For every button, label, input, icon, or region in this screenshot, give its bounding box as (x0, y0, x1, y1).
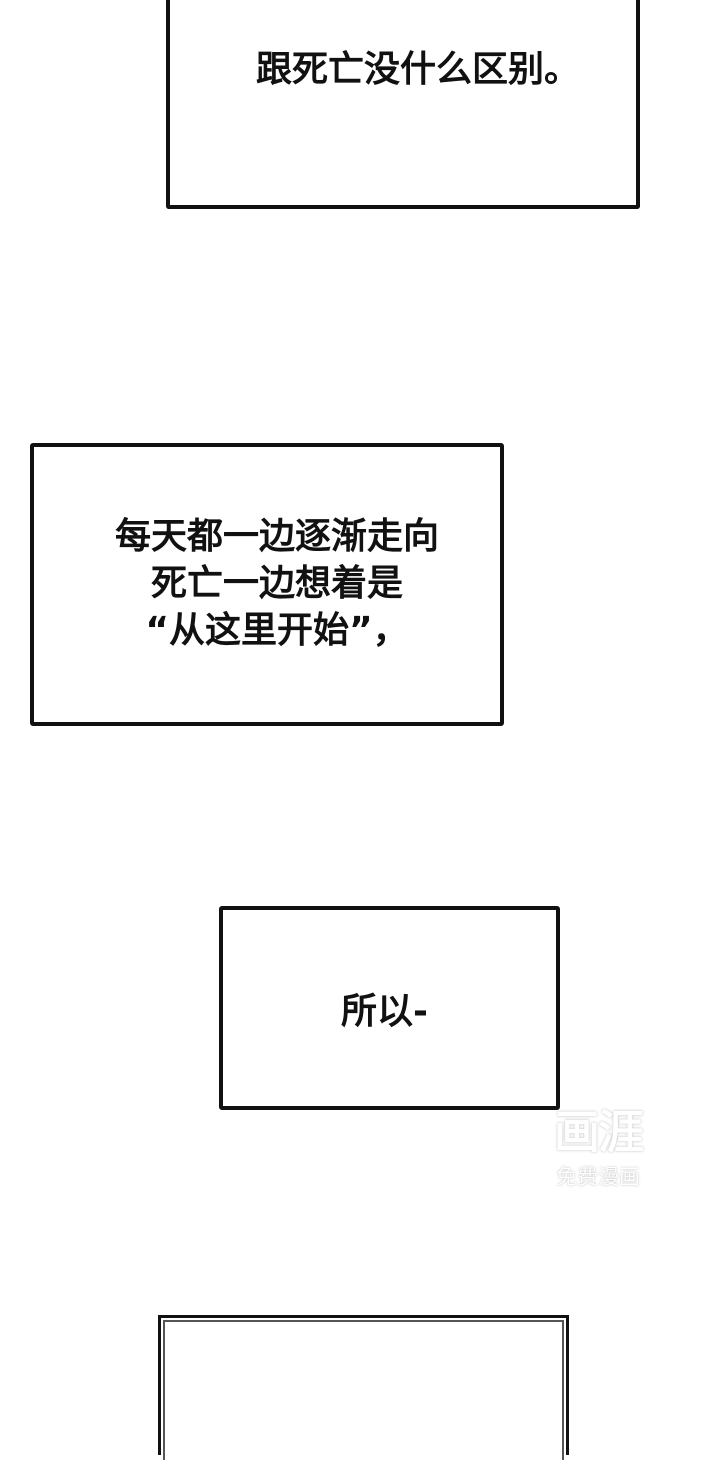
caption-text-3: 所以- (341, 991, 428, 1032)
watermark-logo-text: 画涯 (554, 1105, 644, 1159)
caption-box-3: 所以- (219, 906, 560, 1110)
watermark-logo: 画涯 免费漫画 (536, 1104, 660, 1204)
caption-box-1: 跟死亡没什么区别。 (166, 0, 640, 209)
caption-box-4-double-frame (158, 1315, 569, 1460)
watermark-subtitle: 免费漫画 (556, 1165, 640, 1189)
caption-text-2: 每天都一边逐渐走向 死亡一边想着是 “从这里开始”， (114, 516, 439, 651)
caption-text-1: 跟死亡没什么区别。 (256, 49, 581, 90)
caption-box-2: 每天都一边逐渐走向 死亡一边想着是 “从这里开始”， (30, 443, 504, 726)
inner-frame-border (163, 1320, 564, 1460)
